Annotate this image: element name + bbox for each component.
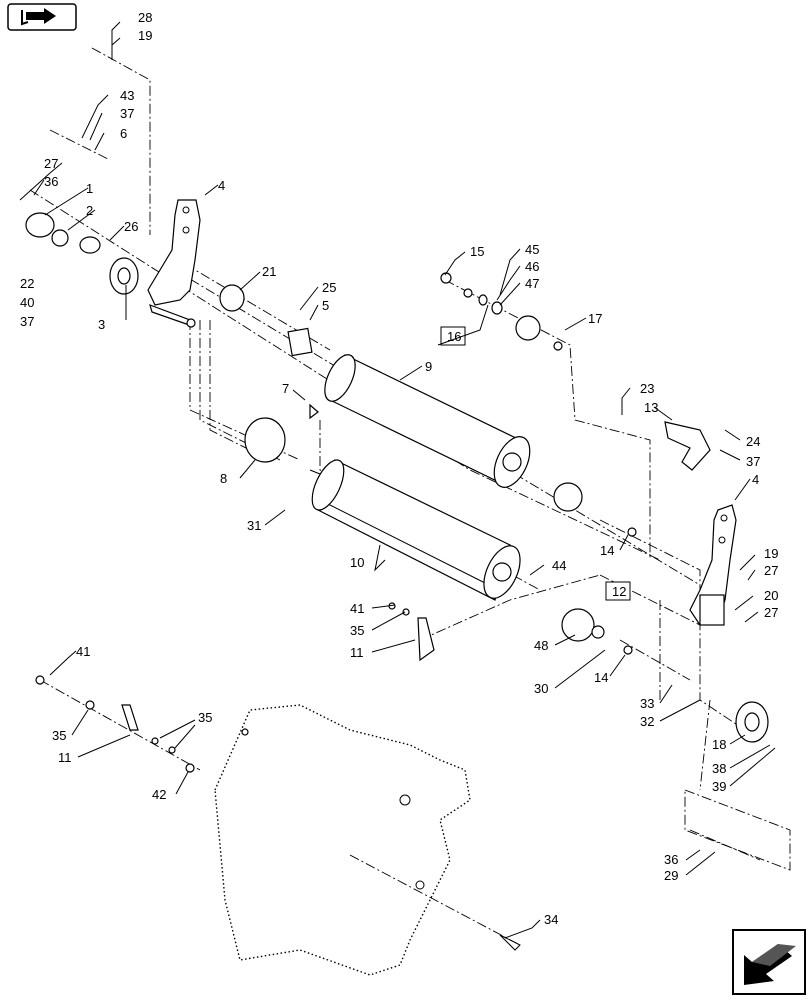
callout-14-b: 14 [594,670,608,685]
callout-32: 32 [640,714,654,729]
callout-27-c: 27 [764,605,778,620]
right-mounting-bracket [689,504,737,626]
box-label-12: 12 [605,581,631,601]
callout-1: 1 [86,181,93,196]
callout-35-c: 35 [198,710,212,725]
callout-21: 21 [262,264,276,279]
callout-17: 17 [588,311,602,326]
callout-35-b: 35 [52,728,66,743]
callout-40: 40 [20,295,34,310]
callout-34: 34 [544,912,558,927]
callout-48: 48 [534,638,548,653]
callout-36-b: 36 [664,852,678,867]
callout-41-b: 41 [76,644,90,659]
callout-25: 25 [322,280,336,295]
callout-45: 45 [525,242,539,257]
callout-33: 33 [640,696,654,711]
hardware-group-box [684,789,791,871]
callout-36: 36 [44,174,58,189]
callout-14: 14 [600,543,614,558]
callout-30: 30 [534,681,548,696]
callout-27-b: 27 [764,563,778,578]
callout-3: 3 [98,317,105,332]
callout-37: 37 [120,106,134,121]
right-pulley [735,701,769,743]
callout-26: 26 [124,219,138,234]
callout-18: 18 [712,737,726,752]
callout-39: 39 [712,779,726,794]
callout-28: 28 [138,10,152,25]
svg-text:12: 12 [612,584,626,599]
callout-23: 23 [640,381,654,396]
callout-4-left: 4 [218,178,225,193]
callout-labels: 28 19 43 37 6 27 36 1 2 26 4 21 22 40 37… [20,10,778,927]
callout-46: 46 [525,259,539,274]
callout-42: 42 [152,787,166,802]
callout-6: 6 [120,126,127,141]
callout-22: 22 [20,276,34,291]
lower-roller [309,459,521,601]
callout-31: 31 [247,518,261,533]
callout-27: 27 [44,156,58,171]
callout-44: 44 [552,558,566,573]
callout-38: 38 [712,761,726,776]
callout-35: 35 [350,623,364,638]
svg-text:16: 16 [447,329,461,344]
book-arrow-icon[interactable] [7,3,77,31]
callout-10: 10 [350,555,364,570]
callout-4-right: 4 [752,472,759,487]
side-panel [214,704,521,976]
callout-8: 8 [220,471,227,486]
callout-20: 20 [764,588,778,603]
callout-37-c: 37 [746,454,760,469]
upper-roller [324,354,531,488]
callout-19-b: 19 [764,546,778,561]
callout-41: 41 [350,601,364,616]
callout-7: 7 [282,381,289,396]
callout-43: 43 [120,88,134,103]
callout-15: 15 [470,244,484,259]
next-page-arrow-icon[interactable] [732,929,806,995]
callout-47: 47 [525,276,539,291]
callout-9: 9 [425,359,432,374]
callout-5: 5 [322,298,329,313]
callout-37-b: 37 [20,314,34,329]
callout-2: 2 [86,203,93,218]
small-parts [25,212,711,773]
callout-13: 13 [644,400,658,415]
pulley [109,257,139,295]
callout-24: 24 [746,434,760,449]
leader-lines [19,21,776,939]
callout-11-b: 11 [58,750,72,765]
callout-19: 19 [138,28,152,43]
callout-29: 29 [664,868,678,883]
left-mounting-bracket [147,199,201,328]
callout-11: 11 [350,645,364,660]
